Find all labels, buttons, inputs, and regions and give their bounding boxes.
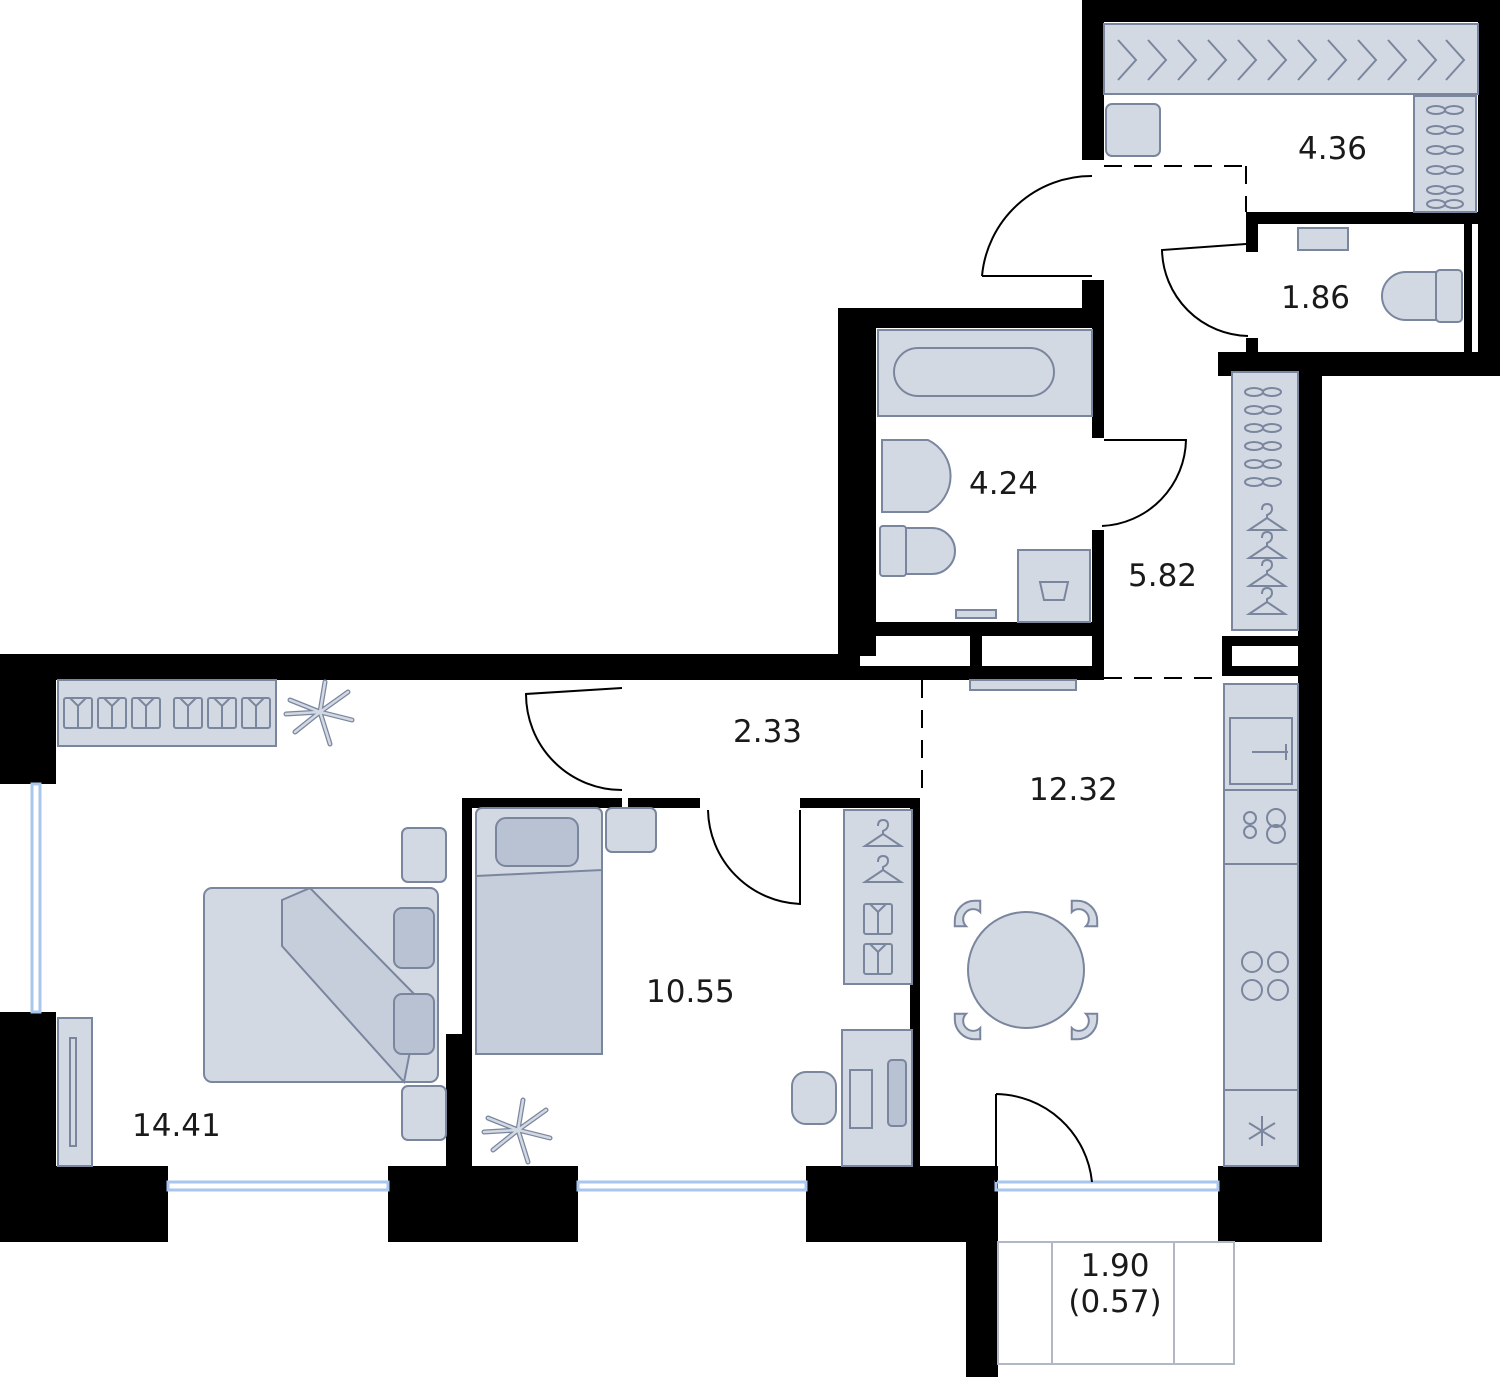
area-corridor: 2.33 [733, 714, 803, 750]
plant-icon [484, 1100, 550, 1162]
hanger-icon [1117, 39, 1466, 81]
area-walk-in-closet: 4.36 [1298, 131, 1368, 167]
bed-icon [203, 886, 439, 1085]
stove-icon [1241, 951, 1289, 1001]
washbasin-icon [1297, 227, 1349, 251]
hallway-wardrobe [1231, 371, 1299, 631]
bathtub-icon [877, 329, 1093, 417]
computer-icon [849, 1059, 907, 1129]
toilet-icon [879, 525, 956, 577]
toilet-room [1297, 227, 1463, 323]
bathroom [877, 329, 1093, 623]
chair-icon [791, 1071, 837, 1125]
balcony-area: 1.90 [1080, 1248, 1150, 1284]
area-toilet: 1.86 [1281, 280, 1351, 316]
windows [30, 782, 1220, 1192]
sink-icon [1229, 717, 1293, 785]
kitchen-living [946, 679, 1299, 1167]
wardrobe-icon [843, 809, 913, 985]
area-kitchen-living: 12.32 [1029, 772, 1118, 808]
area-bedroom-small: 10.55 [646, 974, 735, 1010]
area-hallway: 5.82 [1128, 558, 1198, 594]
area-bathroom: 4.24 [969, 466, 1039, 502]
bedroom-main [57, 679, 447, 1167]
pouf-icon [1105, 103, 1161, 157]
balcony-frame [997, 1241, 1235, 1365]
dishes-icon [1243, 808, 1286, 844]
nightstand-icon [401, 1085, 447, 1141]
open-passages [921, 165, 1247, 790]
tv-icon [969, 679, 1077, 691]
doors [524, 174, 1249, 1183]
plant-icon [286, 682, 352, 744]
washing-machine-icon [1017, 549, 1091, 623]
towel-rail-icon [955, 609, 997, 619]
area-balcony: 1.90 (0.57) [1060, 1248, 1170, 1320]
bed-icon [475, 807, 603, 1055]
toilet-icon [1381, 269, 1463, 323]
balcony-reduced-area: (0.57) [1068, 1283, 1162, 1320]
dining-table-icon [946, 892, 1106, 1048]
bedroom-small [475, 807, 913, 1167]
kitchen-counter [1223, 683, 1299, 1167]
area-bedroom-main: 14.41 [132, 1108, 221, 1144]
nightstand-icon [401, 827, 447, 883]
washbasin-icon [881, 439, 952, 513]
fridge-icon [1248, 1116, 1276, 1146]
nightstand-icon [605, 807, 657, 853]
tv-icon [57, 1017, 93, 1167]
walk-in-closet [1103, 23, 1479, 213]
